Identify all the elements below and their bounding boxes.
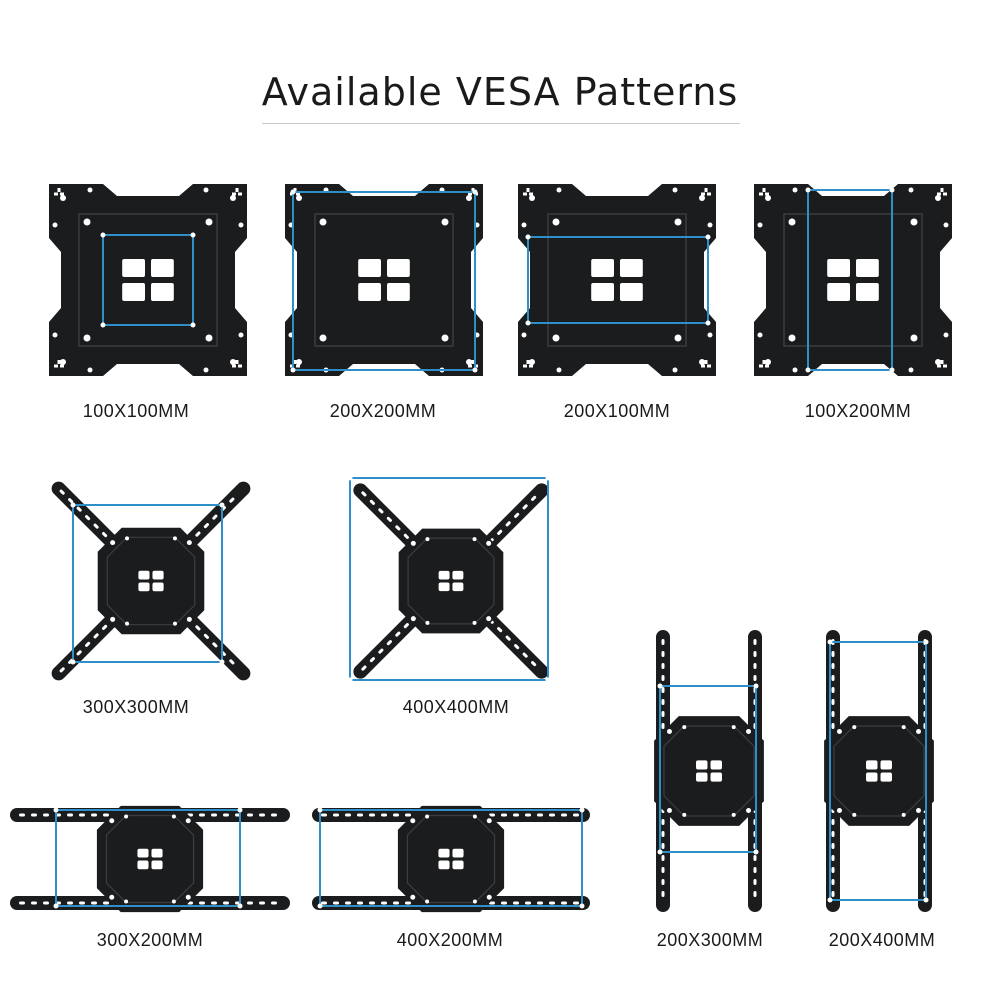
mount-vertical-rail-image: [824, 630, 934, 912]
pattern-label-300x300: 300X300MM: [82, 697, 190, 717]
mount-horizontal-rail-image: [10, 805, 290, 913]
mount-plate-image: [285, 184, 483, 376]
pattern-label-400x200: 400X200MM: [396, 930, 504, 950]
pattern-300x200: [10, 800, 290, 918]
pattern-200x400: [818, 630, 940, 912]
pattern-label-400x400: 400X400MM: [402, 697, 510, 717]
mount-plate-image: [49, 184, 247, 376]
pattern-100x100: [45, 180, 251, 380]
title-divider: [262, 123, 740, 124]
mount-x-bracket-image: [347, 475, 551, 683]
pattern-label-200x300: 200X300MM: [656, 930, 764, 950]
pattern-label-300x200: 300X200MM: [96, 930, 204, 950]
mount-vertical-rail-image: [654, 630, 764, 912]
pattern-label-100x200: 100X200MM: [804, 401, 912, 421]
pattern-400x200: [312, 800, 590, 918]
mount-plate-image: [754, 184, 952, 376]
pattern-200x100: [514, 180, 720, 380]
mount-x-bracket-image: [51, 481, 251, 681]
pattern-label-200x100: 200X100MM: [563, 401, 671, 421]
pattern-label-200x400: 200X400MM: [828, 930, 936, 950]
pattern-200x200: [281, 180, 487, 380]
pattern-100x200: [750, 180, 956, 380]
mount-plate-image: [518, 184, 716, 376]
pattern-400x400: [342, 468, 560, 694]
page-title: Available VESA Patterns: [261, 70, 739, 114]
pattern-label-100x100: 100X100MM: [82, 401, 190, 421]
pattern-label-200x200: 200X200MM: [329, 401, 437, 421]
mount-horizontal-rail-image: [312, 805, 590, 913]
pattern-300x300: [40, 470, 262, 692]
pattern-200x300: [648, 630, 770, 912]
